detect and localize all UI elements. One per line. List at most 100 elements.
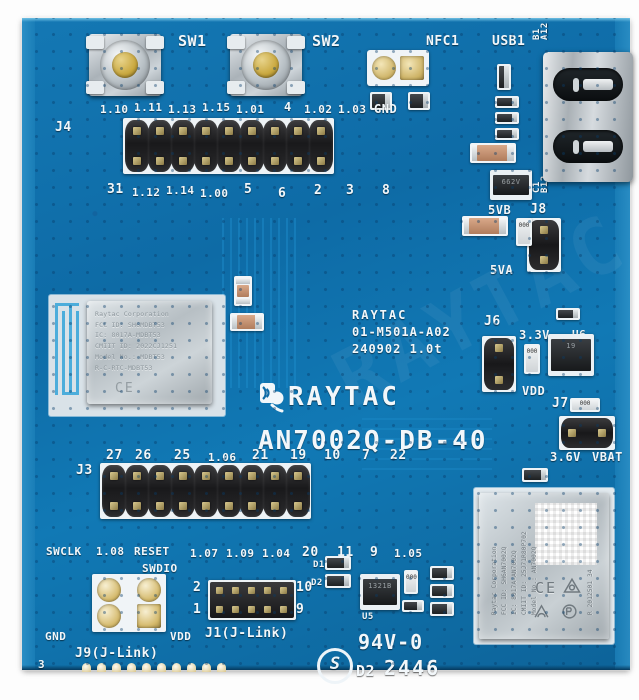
header-j3[interactable] [100, 463, 311, 519]
j7-block [561, 418, 613, 448]
j3-pin-3[interactable] [148, 465, 172, 517]
j4-pin-5[interactable] [217, 120, 241, 172]
an7002q-module: Raytac Corporation FCC ID: SH6AN7002Q IC… [474, 488, 614, 644]
label-3v6: 3.6V [550, 450, 581, 464]
bottom-via-row [82, 663, 226, 672]
j4-top-label-4: 1.15 [202, 101, 231, 114]
usb-input-cap [470, 143, 516, 163]
res-j7: 000 [570, 398, 600, 412]
j4-top-label-2: 1.11 [134, 101, 163, 114]
u6-marking: 19 [551, 339, 591, 371]
sw1-leg-bl [86, 81, 104, 94]
header-j4[interactable] [123, 118, 334, 174]
j1-pin-1[interactable] [216, 606, 223, 613]
j1-pin-5[interactable] [248, 606, 255, 613]
j3-bottom-label-7: 20 [302, 545, 319, 560]
label-j3: J3 [76, 463, 93, 478]
raytac-watermark: RAYTAC [319, 196, 639, 426]
led-d2 [325, 574, 351, 588]
label-u5: U5 [362, 612, 374, 622]
j3-pin-9[interactable] [286, 465, 310, 517]
j4-top-label-9: GND [374, 102, 398, 116]
test-pads-j9[interactable] [92, 574, 166, 632]
j4-bottom-label-1: 31 [107, 182, 124, 197]
jumper-j6[interactable] [482, 336, 516, 392]
j3-pin-6[interactable] [217, 465, 241, 517]
label-sw1: SW1 [178, 32, 207, 50]
j4-pin-9[interactable] [309, 120, 333, 172]
j1-pin-8[interactable] [264, 587, 271, 594]
an7002q-shield-can: Raytac Corporation FCC ID: SH6AN7002Q IC… [479, 493, 609, 639]
res-j6: 000 [524, 344, 540, 374]
j4-pin-7[interactable] [263, 120, 287, 172]
j3-top-label-1: 27 [106, 448, 123, 463]
tact-switch-sw2[interactable] [227, 34, 305, 96]
j3-bottom-label-1: SWCLK [46, 545, 82, 558]
j1-pin-4[interactable] [232, 587, 239, 594]
u5-marking: 1321B [363, 579, 397, 605]
usb-smd-3 [495, 112, 519, 124]
j3-bottom-label-2: 1.08 [96, 545, 125, 558]
j4-bottom-label-9: 8 [382, 183, 391, 198]
j4-pin-1[interactable] [125, 120, 149, 172]
j1-pin-7[interactable] [264, 606, 271, 613]
j3-pin-1[interactable] [102, 465, 126, 517]
ic-u5: 1321B [360, 574, 400, 610]
jumper-j7[interactable] [559, 416, 615, 450]
j4-pin-2[interactable] [148, 120, 172, 172]
res-u5-a: 000 [404, 570, 418, 594]
u6-smd-top [556, 308, 580, 320]
smd-right-a [430, 566, 454, 580]
j3-pin-4[interactable] [171, 465, 195, 517]
j1-pin-3[interactable] [232, 606, 239, 613]
nfc-pads[interactable] [367, 50, 429, 86]
j9-pad-4[interactable] [137, 604, 161, 628]
j1-pin-9[interactable] [280, 606, 287, 613]
j3-pin-7[interactable] [240, 465, 264, 517]
ldo-662v-marking: 662V [493, 175, 529, 195]
ble-module-mdbt53: Raytac Corporation FCC ID: SH6MDBT53 IC:… [49, 295, 225, 416]
label-usb1: USB1 [492, 34, 526, 49]
label-j9-gnd: GND [45, 630, 67, 643]
j4-pin-8[interactable] [286, 120, 310, 172]
j3-pin-8[interactable] [263, 465, 287, 517]
j9-pad-3[interactable] [97, 604, 121, 628]
j3-top-label-4: 1.06 [208, 451, 237, 464]
j9-pad-2[interactable] [137, 578, 161, 602]
res-5v-marking: 000 [518, 220, 530, 244]
j4-pin-4[interactable] [194, 120, 218, 172]
an7002q-cert-code: R 2012501 34 [587, 569, 594, 615]
j4-bottom-label-7: 2 [314, 183, 323, 198]
j1-pin-10[interactable] [280, 587, 287, 594]
usb-c-connector[interactable] [543, 52, 633, 182]
j3-pin-5[interactable] [194, 465, 218, 517]
j4-top-label-5: 1.01 [236, 103, 265, 116]
j1-pin-6[interactable] [248, 587, 255, 594]
an7002q-line-1: Raytac Corporation [491, 546, 498, 615]
j1-body [210, 582, 294, 618]
mdbt53-line-1: Raytac Corporation [95, 310, 170, 318]
j3-bottom-label-6: 1.04 [262, 547, 291, 560]
label-u6: U6 [572, 328, 587, 341]
j3-pin-2[interactable] [125, 465, 149, 517]
j3-bottom-label-9: 9 [370, 545, 379, 560]
led-d1 [325, 556, 351, 570]
j4-pin-6[interactable] [240, 120, 264, 172]
an7002q-line-3: IC: 8017A-AN7002Q [511, 550, 518, 615]
label-5vb: 5VB [488, 203, 512, 217]
usb-smd-1 [497, 64, 511, 90]
pcb-brand-text: RAYTAC [352, 308, 408, 322]
mdbt53-line-2: FCC ID: SH6MDBT53 [95, 320, 165, 329]
j4-pin-3[interactable] [171, 120, 195, 172]
sw1-leg-br [146, 81, 164, 94]
sw1-leg-tr [146, 36, 164, 49]
j9-pad-1[interactable] [97, 578, 121, 602]
header-j1[interactable] [208, 580, 296, 620]
board-right-edge [615, 18, 630, 670]
tact-switch-sw1[interactable] [86, 34, 164, 96]
j4-top-label-6: 4 [284, 100, 292, 114]
pcb-date-code: 240902 1.0t [352, 342, 443, 356]
j1-pin-2[interactable] [216, 587, 223, 594]
jumper-j8[interactable] [527, 218, 561, 272]
j3-bottom-label-10: 1.05 [394, 547, 423, 560]
